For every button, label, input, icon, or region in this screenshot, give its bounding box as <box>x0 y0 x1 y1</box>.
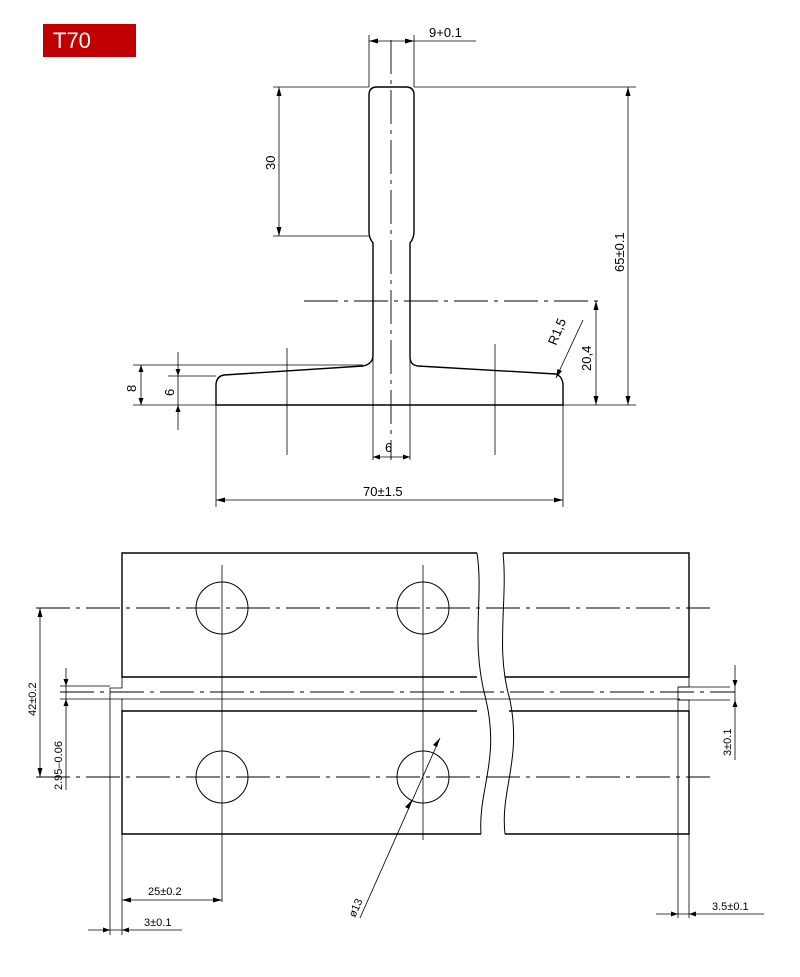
dim-foot-thickness: 8 6 <box>124 352 363 430</box>
dim-web-width: 6 <box>373 440 410 460</box>
label-tongue-left: 3±0.1 <box>144 917 171 929</box>
dim-foot-height: 20,4 <box>579 301 599 405</box>
label-foot-thickness-outer: 8 <box>124 385 139 392</box>
dim-total-height: 65±0.1 <box>414 86 636 406</box>
label-hole-diameter: ø13 <box>347 897 366 919</box>
dim-hole-diameter: ø13 <box>347 737 441 919</box>
label-web-width: 6 <box>385 440 392 455</box>
label-total-height: 65±0.1 <box>612 232 627 272</box>
dim-tongue-depth: 3±0.1 <box>722 665 738 760</box>
dim-offset: 2.95–0.06 <box>53 668 110 790</box>
dim-hole-spacing: 42±0.2 <box>27 608 43 777</box>
label-foot-thickness-inner: 6 <box>162 389 177 396</box>
model-badge: T70 <box>43 24 136 57</box>
dim-radius: R1,5 <box>545 316 584 379</box>
dim-hole-edge: 25±0.2 <box>122 886 222 903</box>
dim-head-width: 9+0.1 <box>368 25 476 87</box>
rail-cross-section <box>215 40 600 460</box>
label-hole-edge: 25±0.2 <box>148 886 182 898</box>
label-foot-height: 20,4 <box>579 346 594 371</box>
rail-plan-view <box>36 552 735 935</box>
label-tongue-right: 3.5±0.1 <box>712 901 749 913</box>
label-head-length: 30 <box>263 156 278 170</box>
dim-head-length: 30 <box>263 86 369 237</box>
label-radius: R1,5 <box>545 316 569 347</box>
dim-foot-width: 70±1.5 <box>215 405 564 507</box>
label-hole-spacing: 42±0.2 <box>27 682 39 716</box>
label-tongue-depth: 3±0.1 <box>722 729 734 756</box>
label-foot-width: 70±1.5 <box>363 484 403 499</box>
dim-tongue-left: 3±0.1 <box>88 917 182 933</box>
label-head-width: 9+0.1 <box>429 25 462 40</box>
dim-tongue-right: 3.5±0.1 <box>656 901 764 917</box>
label-offset: 2.95–0.06 <box>53 741 65 790</box>
